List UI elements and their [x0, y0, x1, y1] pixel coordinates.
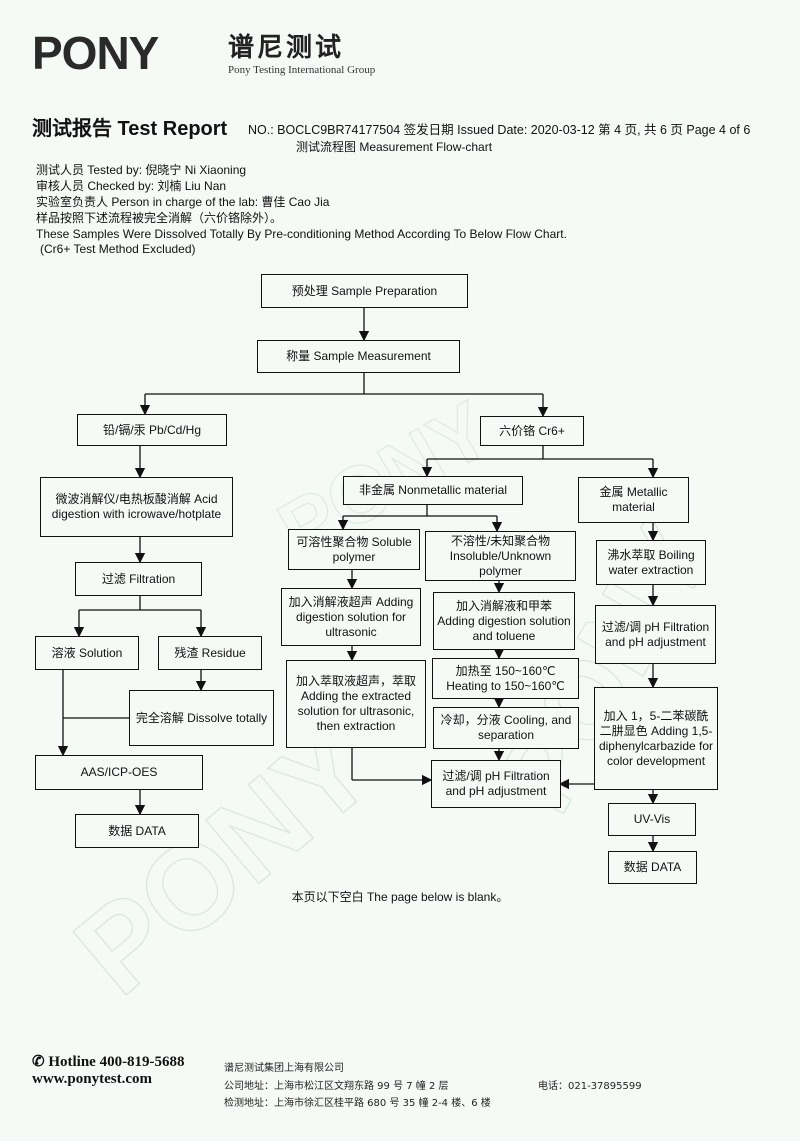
footer-lab-address: 检测地址：上海市徐汇区桂平路 680 号 35 幢 2-4 楼、6 楼 [224, 1098, 491, 1109]
box-extracted-solution: 加入萃取液超声，萃取 Adding the extracted solution… [286, 660, 426, 748]
box-soluble-polymer: 可溶性聚合物 Soluble polymer [288, 529, 420, 570]
blank-page-note: 本页以下空白 The page below is blank。 [291, 890, 509, 904]
footer-phone: 电话：021-37895599 [538, 1081, 642, 1092]
box-cooling: 冷却，分液 Cooling, and separation [433, 707, 579, 749]
box-uv-vis: UV-Vis [608, 803, 696, 836]
box-insoluble-polymer: 不溶性/未知聚合物 Insoluble/Unknown polymer [425, 531, 576, 581]
box-residue: 残渣 Residue [158, 636, 262, 670]
box-filtration-left: 过滤 Filtration [75, 562, 202, 596]
note-cn: 样品按照下述流程被完全消解（六价铬除外）。 [36, 211, 283, 225]
footer-company: 谱尼测试集团上海有限公司 [224, 1063, 344, 1074]
box-sample-preparation: 预处理 Sample Preparation [261, 274, 468, 308]
box-cr6: 六价铬 Cr6+ [480, 416, 584, 446]
box-dissolve-totally: 完全溶解 Dissolve totally [129, 690, 274, 746]
box-filtration-ph-mid: 过滤/调 pH Filtration and pH adjustment [431, 760, 561, 808]
company-name-en: Pony Testing International Group [228, 64, 376, 76]
box-heating: 加热至 150~160℃ Heating to 150~160℃ [432, 658, 579, 699]
box-solution: 溶液 Solution [35, 636, 139, 670]
note-en: These Samples Were Dissolved Totally By … [36, 227, 567, 241]
website: www.ponytest.com [32, 1071, 152, 1087]
box-data-right: 数据 DATA [608, 851, 697, 884]
box-sample-measurement: 称量 Sample Measurement [257, 340, 460, 373]
checked-by: 审核人员 Checked by: 刘楠 Liu Nan [36, 179, 227, 193]
tested-by: 测试人员 Tested by: 倪晓宁 Ni Xiaoning [36, 163, 247, 177]
box-data-left: 数据 DATA [75, 814, 199, 848]
box-filtration-ph-right: 过滤/调 pH Filtration and pH adjustment [595, 605, 716, 664]
box-diphenylcarbazide: 加入 1，5-二苯碳酰二肼显色 Adding 1,5-diphenylcarba… [594, 687, 718, 790]
flowchart-caption: 测试流程图 Measurement Flow-chart [296, 140, 493, 154]
box-aas-icp: AAS/ICP-OES [35, 755, 203, 790]
company-logo: PONY 谱尼测试 Pony Testing International Gro… [32, 30, 412, 80]
report-title: 测试报告 Test Report [32, 118, 228, 140]
logo-wordmark: PONY [32, 27, 159, 79]
box-metallic: 金属 Metallic material [578, 477, 689, 523]
box-boiling-water: 沸水萃取 Boiling water extraction [596, 540, 706, 585]
hotline: ✆ Hotline 400-819-5688 [32, 1054, 185, 1070]
footer-address: 公司地址：上海市松江区文翔东路 99 号 7 幢 2 层 [224, 1081, 449, 1092]
company-name-cn: 谱尼测试 [228, 32, 345, 62]
box-adding-digestion-ultrasonic: 加入消解液超声 Adding digestion solution for ul… [281, 588, 421, 646]
note-exclusion: (Cr6+ Test Method Excluded) [40, 242, 196, 256]
box-pb-cd-hg: 铅/镉/汞 Pb/Cd/Hg [77, 414, 227, 446]
lab-in-charge: 实验室负责人 Person in charge of the lab: 曹佳 C… [36, 195, 330, 209]
box-adding-digestion-toluene: 加入消解液和甲苯 Adding digestion solution and t… [433, 592, 575, 650]
box-acid-digestion: 微波消解仪/电热板酸消解 Acid digestion with icrowav… [40, 477, 233, 537]
box-nonmetallic: 非金属 Nonmetallic material [343, 476, 523, 505]
report-meta: NO.: BOCLC9BR74177504 签发日期 Issued Date: … [248, 123, 751, 137]
